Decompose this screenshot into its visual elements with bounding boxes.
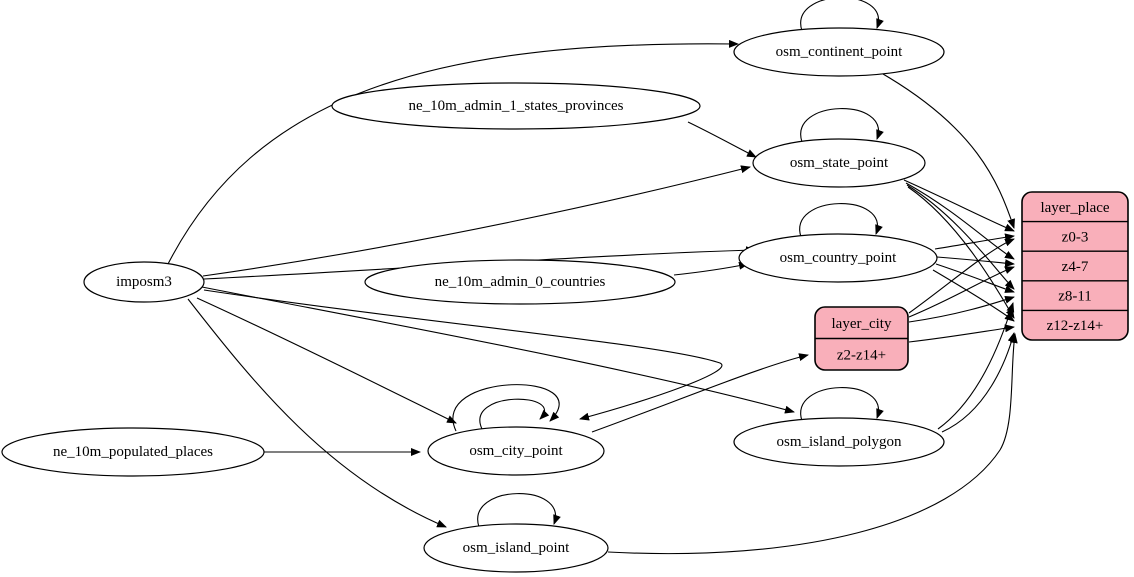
node-osm_island_polygon-shape [733, 417, 945, 467]
node-layer_place-row-z8-11: z8-11 [1058, 289, 1092, 305]
node-ne_10m_populated_places: ne_10m_populated_places [1, 427, 265, 477]
node-layer_city: layer_city z2-z14+ [814, 306, 909, 371]
node-layer_place-row-z0-3: z0-3 [1062, 229, 1089, 245]
node-osm_island_polygon-label: osm_island_polygon [776, 434, 902, 450]
node-ne_10m_admin_0_countries-label: ne_10m_admin_0_countries [435, 274, 606, 290]
edge-imposm3-to-osm_continent_point [167, 39, 739, 265]
node-osm_state_point-label: osm_state_point [790, 155, 889, 171]
edge-layer_city-to-layer_place-z0-3 [908, 238, 1015, 314]
edge-osm_continent_point-to-osm_continent_point-self [800, 0, 884, 32]
edge-ne_10m_admin_0_countries-to-osm_country_point [673, 261, 749, 276]
edge-osm_state_point-to-osm_state_point-self [800, 108, 884, 143]
node-ne_10m_populated_places-shape [1, 427, 265, 477]
edge-osm_island_point-to-osm_island_point-self [477, 493, 561, 528]
edge-osm_island_polygon-to-layer_place-z8-11 [937, 302, 1015, 430]
node-ne_10m_admin_1_states_provinces-shape [331, 82, 701, 130]
edge-ne_10m_admin_1_states_provinces-to-osm_state_point [687, 121, 757, 158]
edge-osm_country_point-to-layer_place-z0-3 [934, 233, 1015, 250]
edge-osm_city_point-to-osm_city_point-self [452, 384, 560, 432]
edge-osm_city_point-to-osm_city_point-self [479, 398, 550, 430]
node-osm_continent_point-shape [733, 27, 945, 77]
node-layer_place-row-z4-7: z4-7 [1062, 259, 1089, 275]
edge-osm_island_point-to-layer_place-z12-z14+ [607, 333, 1018, 555]
node-layer_place-header-label: layer_place [1040, 200, 1109, 216]
edge-osm_city_point-to-layer_city-z2-z14+ [591, 353, 809, 433]
edge-imposm3-to-osm_state_point [202, 165, 751, 277]
edge-osm_state_point-to-layer_place-z0-3 [903, 179, 1015, 232]
edge-osm_state_point-to-layer_place-z4-7 [905, 182, 1015, 260]
node-ne_10m_admin_0_countries-shape [364, 259, 676, 305]
node-osm_country_point: osm_country_point [738, 233, 938, 283]
node-osm_city_point-shape [427, 426, 605, 476]
node-osm_country_point-shape [738, 233, 938, 283]
node-osm_island_point: osm_island_point [423, 523, 609, 573]
node-osm_city_point: osm_city_point [427, 426, 605, 476]
node-osm_state_point-shape [752, 138, 926, 188]
node-layer_place-row-z12-z14+: z12-z14+ [1047, 318, 1104, 334]
node-layer_city-row-z2-z14+: z2-z14+ [837, 347, 886, 363]
edge-osm_country_point-to-layer_place-z12-z14+ [932, 269, 1015, 322]
node-osm_island_polygon: osm_island_polygon [733, 417, 945, 467]
edge-osm_island_polygon-to-osm_island_polygon-self [800, 387, 884, 422]
edge-imposm3-to-osm_city_point [196, 297, 457, 424]
edge-layer_city-to-layer_place-z4-7 [908, 266, 1015, 318]
node-osm_country_point-label: osm_country_point [780, 250, 897, 266]
node-layer_place: layer_place z0-3 z4-7 z8-11 z12-z14+ [1021, 191, 1129, 341]
node-osm_island_point-label: osm_island_point [463, 540, 571, 556]
node-layer_city-header-label: layer_city [832, 316, 892, 332]
edge-imposm3-to-osm_island_point [187, 298, 447, 528]
edge-layer_city-to-layer_place-z12-z14+ [908, 324, 1015, 343]
edge-osm_country_point-to-layer_place-z4-7 [936, 256, 1015, 268]
node-osm_continent_point-label: osm_continent_point [776, 44, 903, 60]
node-imposm3-label: imposm3 [116, 274, 172, 290]
edge-imposm3-to-osm_island_polygon [201, 286, 795, 414]
node-osm_island_point-shape [423, 523, 609, 573]
node-ne_10m_admin_0_countries: ne_10m_admin_0_countries [364, 259, 676, 305]
edge-imposm3-to-osm_city_point [203, 289, 723, 421]
node-imposm3-shape [83, 261, 205, 303]
node-osm_state_point: osm_state_point [752, 138, 926, 188]
edge-layer_city-to-layer_place-z8-11 [908, 295, 1015, 323]
edge-osm_continent_point-to-layer_place-z0-3 [882, 73, 1015, 229]
node-ne_10m_populated_places-label: ne_10m_populated_places [53, 444, 213, 460]
edge-osm_country_point-to-osm_country_point-self [799, 203, 883, 238]
node-osm_city_point-label: osm_city_point [469, 443, 563, 459]
edge-osm_island_polygon-to-layer_place-z12-z14+ [941, 332, 1016, 433]
node-layer_place-shape [1021, 191, 1129, 341]
node-osm_continent_point: osm_continent_point [733, 27, 945, 77]
edge-osm_country_point-to-layer_place-z8-11 [935, 263, 1015, 293]
node-imposm3: imposm3 [83, 261, 205, 303]
node-ne_10m_admin_1_states_provinces: ne_10m_admin_1_states_provinces [331, 82, 701, 130]
node-ne_10m_admin_1_states_provinces-label: ne_10m_admin_1_states_provinces [409, 98, 624, 114]
